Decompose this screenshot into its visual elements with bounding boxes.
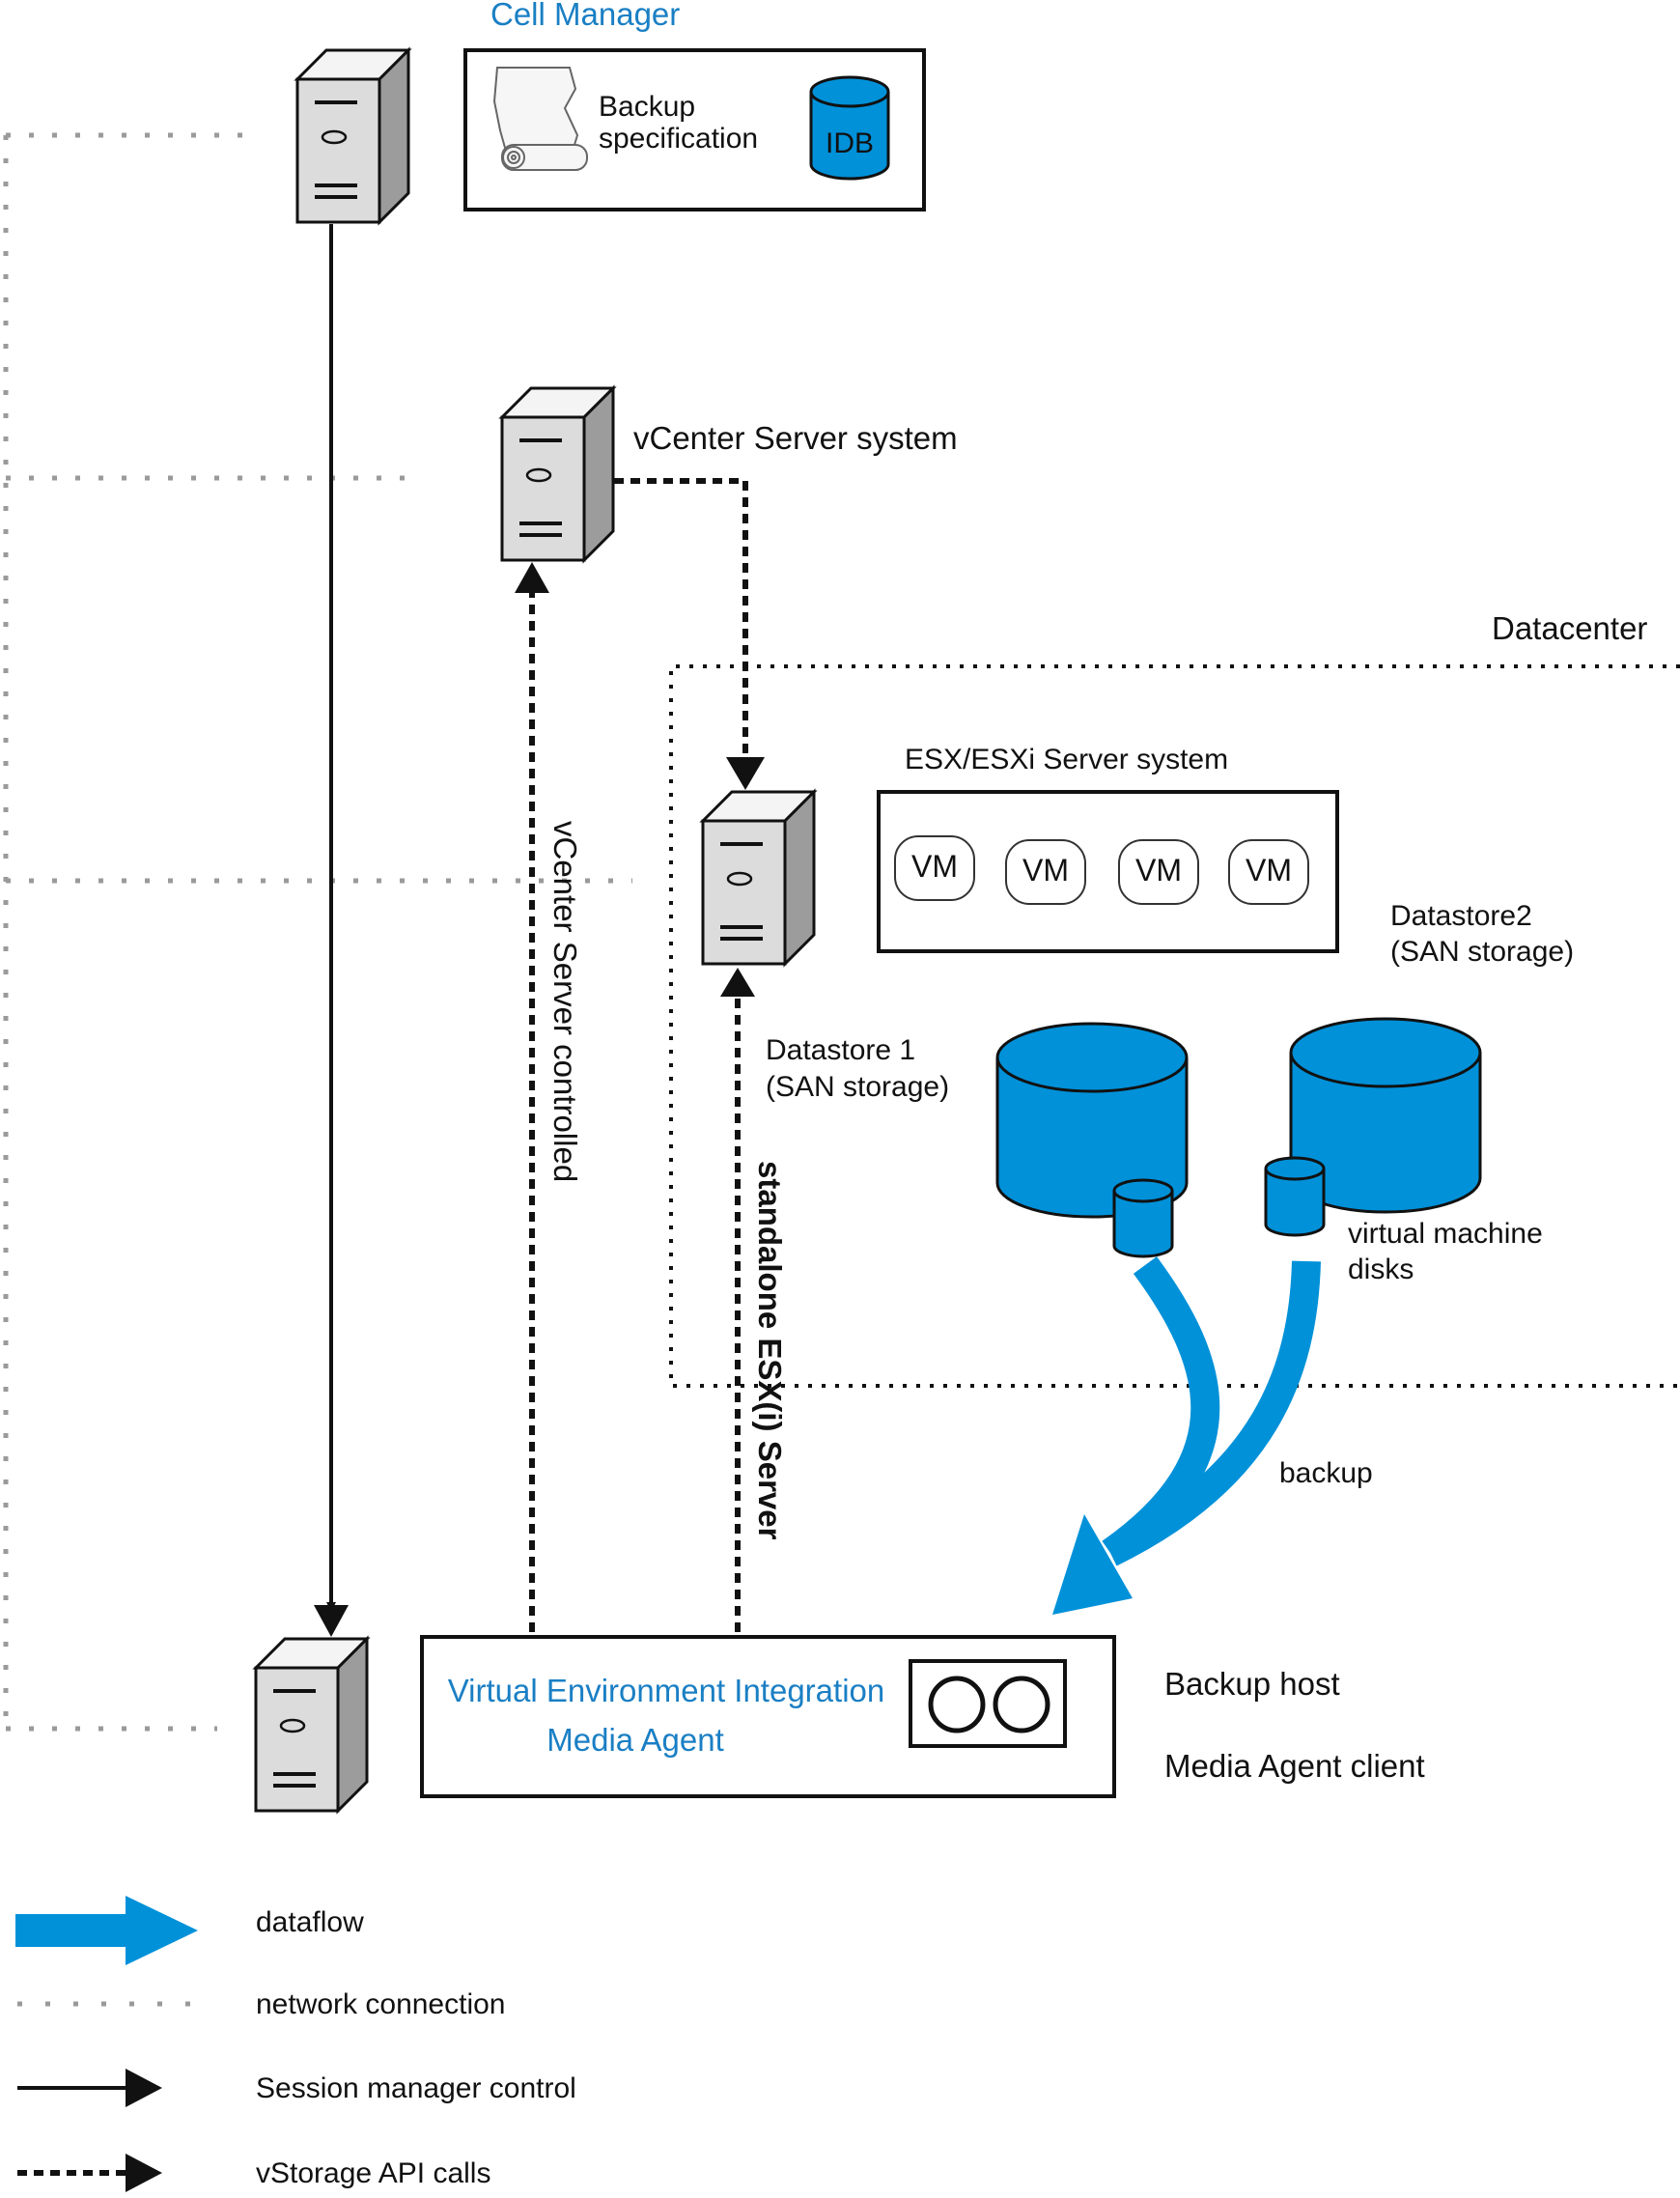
vcenter-label: vCenter Server system — [633, 420, 958, 456]
legend-vstorage-arrowhead — [126, 2154, 162, 2192]
backup-spec-label-line1: Backup — [599, 91, 695, 123]
legend-dataflow-icon — [15, 1896, 198, 1965]
vm-item — [1228, 839, 1309, 905]
vm-disks-label-line1: virtual machine — [1348, 1218, 1543, 1250]
datastore1-cylinder-icon — [995, 1022, 1189, 1219]
cell-manager-server-icon — [295, 48, 410, 224]
vm-list: VM VM VM VM — [894, 835, 1309, 905]
legend-network-label: network connection — [256, 1988, 506, 2020]
datacenter-boundary — [669, 664, 1680, 1388]
vm-disks-label-line2: disks — [1348, 1254, 1414, 1285]
vm-label: VM — [1022, 853, 1069, 888]
legend-dataflow-label: dataflow — [256, 1906, 364, 1938]
datastore2-label-line1: Datastore2 — [1390, 900, 1532, 932]
vm-label: VM — [1135, 853, 1182, 888]
vm-label: VM — [1246, 853, 1292, 888]
legend-session-arrowhead — [126, 2069, 162, 2107]
backup-dataflow-arrow — [1102, 1256, 1321, 1566]
standalone-esx-label: standalone ESX(i) Server — [752, 1161, 788, 1540]
tape-drive-icon — [909, 1659, 1067, 1748]
datastore1-label-line1: Datastore 1 — [766, 1034, 915, 1066]
backup-host-label: Backup host — [1164, 1666, 1340, 1702]
backup-spec-label-line2: specification — [599, 123, 758, 155]
legend-vstorage-label: vStorage API calls — [256, 2157, 490, 2189]
media-agent-label-line1: Virtual Environment Integration — [448, 1673, 884, 1708]
legend: dataflow network connection Session mana… — [15, 1896, 576, 2192]
network-connections — [3, 132, 632, 1732]
datastore2-label-line2: (SAN storage) — [1390, 936, 1574, 968]
cell-manager-title: Cell Manager — [490, 0, 680, 32]
vcenter-server-icon — [500, 386, 615, 562]
media-agent-client-label: Media Agent client — [1164, 1748, 1425, 1784]
vstorage-standalone-arrowhead — [720, 968, 755, 997]
datastore1-label-line2: (SAN storage) — [766, 1071, 949, 1103]
idb-database-icon — [809, 75, 890, 181]
vm-label: VM — [911, 849, 958, 884]
vm-item — [1005, 839, 1086, 905]
backup-dataflow-arrowhead — [1052, 1514, 1133, 1615]
vstorage-vcenter-to-esx-line — [614, 478, 748, 758]
esx-server-icon — [701, 790, 816, 966]
datastore2-cylinder-icon — [1289, 1017, 1482, 1214]
session-control-arrowhead — [314, 1605, 349, 1637]
idb-label: IDB — [826, 127, 874, 159]
vm-item — [894, 835, 975, 901]
datacenter-label: Datacenter — [1492, 610, 1647, 646]
vm-disk-icon — [1112, 1178, 1174, 1258]
vm-item — [1118, 839, 1199, 905]
media-agent-label-line2: Media Agent — [546, 1722, 723, 1758]
legend-session-label: Session manager control — [256, 2072, 576, 2104]
scroll-icon — [492, 67, 588, 171]
backup-label: backup — [1279, 1457, 1373, 1489]
vcenter-controlled-label: vCenter Server controlled — [547, 821, 583, 1182]
backup-host-server-icon — [254, 1637, 369, 1813]
esx-label: ESX/ESXi Server system — [905, 744, 1228, 775]
vstorage-vcenter-to-esx-arrowhead — [726, 757, 765, 790]
vstorage-vcenter-controlled-arrowhead — [515, 562, 549, 593]
vm-disk-icon — [1264, 1156, 1326, 1237]
